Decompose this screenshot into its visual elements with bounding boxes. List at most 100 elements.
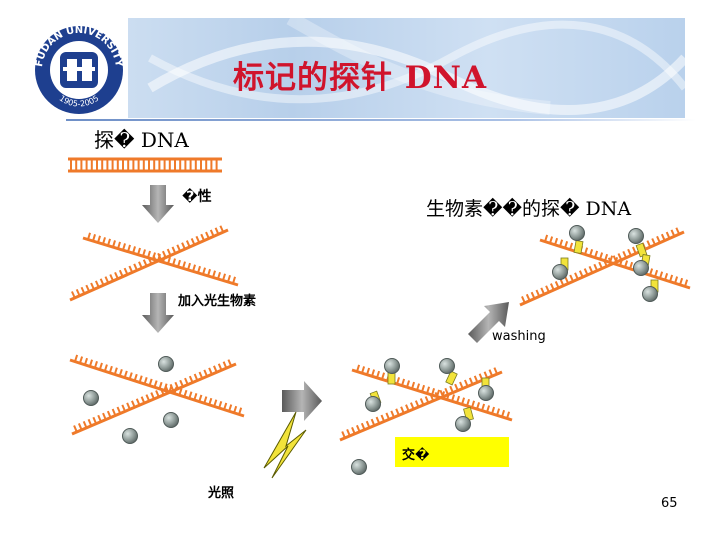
base-tick <box>115 272 118 278</box>
base-tick <box>187 241 190 247</box>
base-tick <box>342 431 345 437</box>
biotin-molecule-icon <box>570 226 585 241</box>
base-tick <box>570 275 573 281</box>
base-tick <box>475 376 478 382</box>
base-tick <box>224 362 227 368</box>
biotin-molecule-icon <box>352 460 367 475</box>
base-tick <box>623 251 626 257</box>
base-tick <box>628 249 631 255</box>
base-tick <box>561 279 564 285</box>
base-tick <box>206 232 209 238</box>
base-tick <box>146 395 149 401</box>
right-arrow-icon <box>282 381 322 421</box>
base-tick <box>134 264 137 270</box>
base-tick <box>357 425 360 431</box>
base-tick <box>594 264 597 270</box>
base-tick <box>150 379 152 386</box>
base-tick <box>555 238 557 245</box>
base-tick <box>565 241 567 248</box>
base-tick <box>122 405 125 411</box>
linker-icon <box>574 240 583 253</box>
base-tick <box>605 254 607 261</box>
base-tick <box>129 266 132 272</box>
base-tick <box>84 421 87 427</box>
base-tick <box>625 261 627 268</box>
base-tick <box>204 397 206 404</box>
base-tick <box>172 247 175 253</box>
base-tick <box>110 366 112 373</box>
base-tick <box>657 236 660 242</box>
base-tick <box>199 395 201 402</box>
base-tick <box>541 288 544 294</box>
base-tick <box>546 286 549 292</box>
base-tick <box>77 289 80 295</box>
biotin-molecule-icon <box>629 229 644 244</box>
biotin-molecule-icon <box>385 359 400 374</box>
base-tick <box>672 230 675 236</box>
base-tick <box>647 241 650 247</box>
base-tick <box>140 376 142 383</box>
base-tick <box>80 357 82 364</box>
base-tick <box>151 393 154 399</box>
base-tick <box>211 230 214 236</box>
base-tick <box>228 360 231 366</box>
base-tick <box>137 399 140 405</box>
base-tick <box>199 372 202 378</box>
base-tick <box>401 407 404 413</box>
base-tick <box>372 419 375 425</box>
base-tick <box>120 270 123 276</box>
base-tick <box>168 249 171 255</box>
base-tick <box>600 253 602 260</box>
base-tick <box>105 365 107 372</box>
down-arrow-icon <box>142 293 174 333</box>
base-tick <box>396 409 399 415</box>
base-tick <box>560 240 562 247</box>
base-tick <box>79 423 82 429</box>
base-tick <box>110 275 113 281</box>
base-tick <box>95 361 97 368</box>
base-tick <box>177 245 180 251</box>
base-tick <box>386 413 389 419</box>
base-tick <box>89 419 92 425</box>
dna-double-strand-icon <box>68 159 222 171</box>
biotin-molecule-icon <box>164 413 179 428</box>
base-tick <box>145 377 147 384</box>
base-tick <box>485 372 488 378</box>
base-tick <box>455 384 458 390</box>
base-tick <box>585 269 588 275</box>
base-tick <box>381 415 384 421</box>
up-right-arrow-icon <box>468 302 509 343</box>
base-tick <box>108 411 111 417</box>
base-tick <box>85 358 87 365</box>
base-tick <box>214 400 216 407</box>
biotin-molecule-icon <box>84 391 99 406</box>
base-tick <box>194 393 196 400</box>
base-tick <box>575 273 578 279</box>
base-tick <box>216 228 219 234</box>
base-tick <box>182 243 185 249</box>
biotin-molecule-icon <box>479 386 494 401</box>
base-tick <box>445 388 448 394</box>
base-tick <box>209 398 211 405</box>
biotin-molecule-icon <box>643 287 658 302</box>
base-tick <box>426 396 429 402</box>
base-tick <box>585 248 587 255</box>
down-arrow-icon <box>142 185 174 223</box>
base-tick <box>650 269 652 276</box>
base-tick <box>590 249 592 256</box>
base-tick <box>550 237 552 244</box>
base-tick <box>556 281 559 287</box>
dna-strand <box>70 360 244 416</box>
base-tick <box>72 291 75 297</box>
base-tick <box>527 294 530 300</box>
base-tick <box>522 296 525 302</box>
base-tick <box>536 290 539 296</box>
base-tick <box>219 401 221 408</box>
base-tick <box>184 390 186 397</box>
base-tick <box>347 429 350 435</box>
biotin-molecule-icon <box>456 417 471 432</box>
base-tick <box>195 374 198 380</box>
base-tick <box>570 243 572 250</box>
base-tick <box>96 281 99 287</box>
